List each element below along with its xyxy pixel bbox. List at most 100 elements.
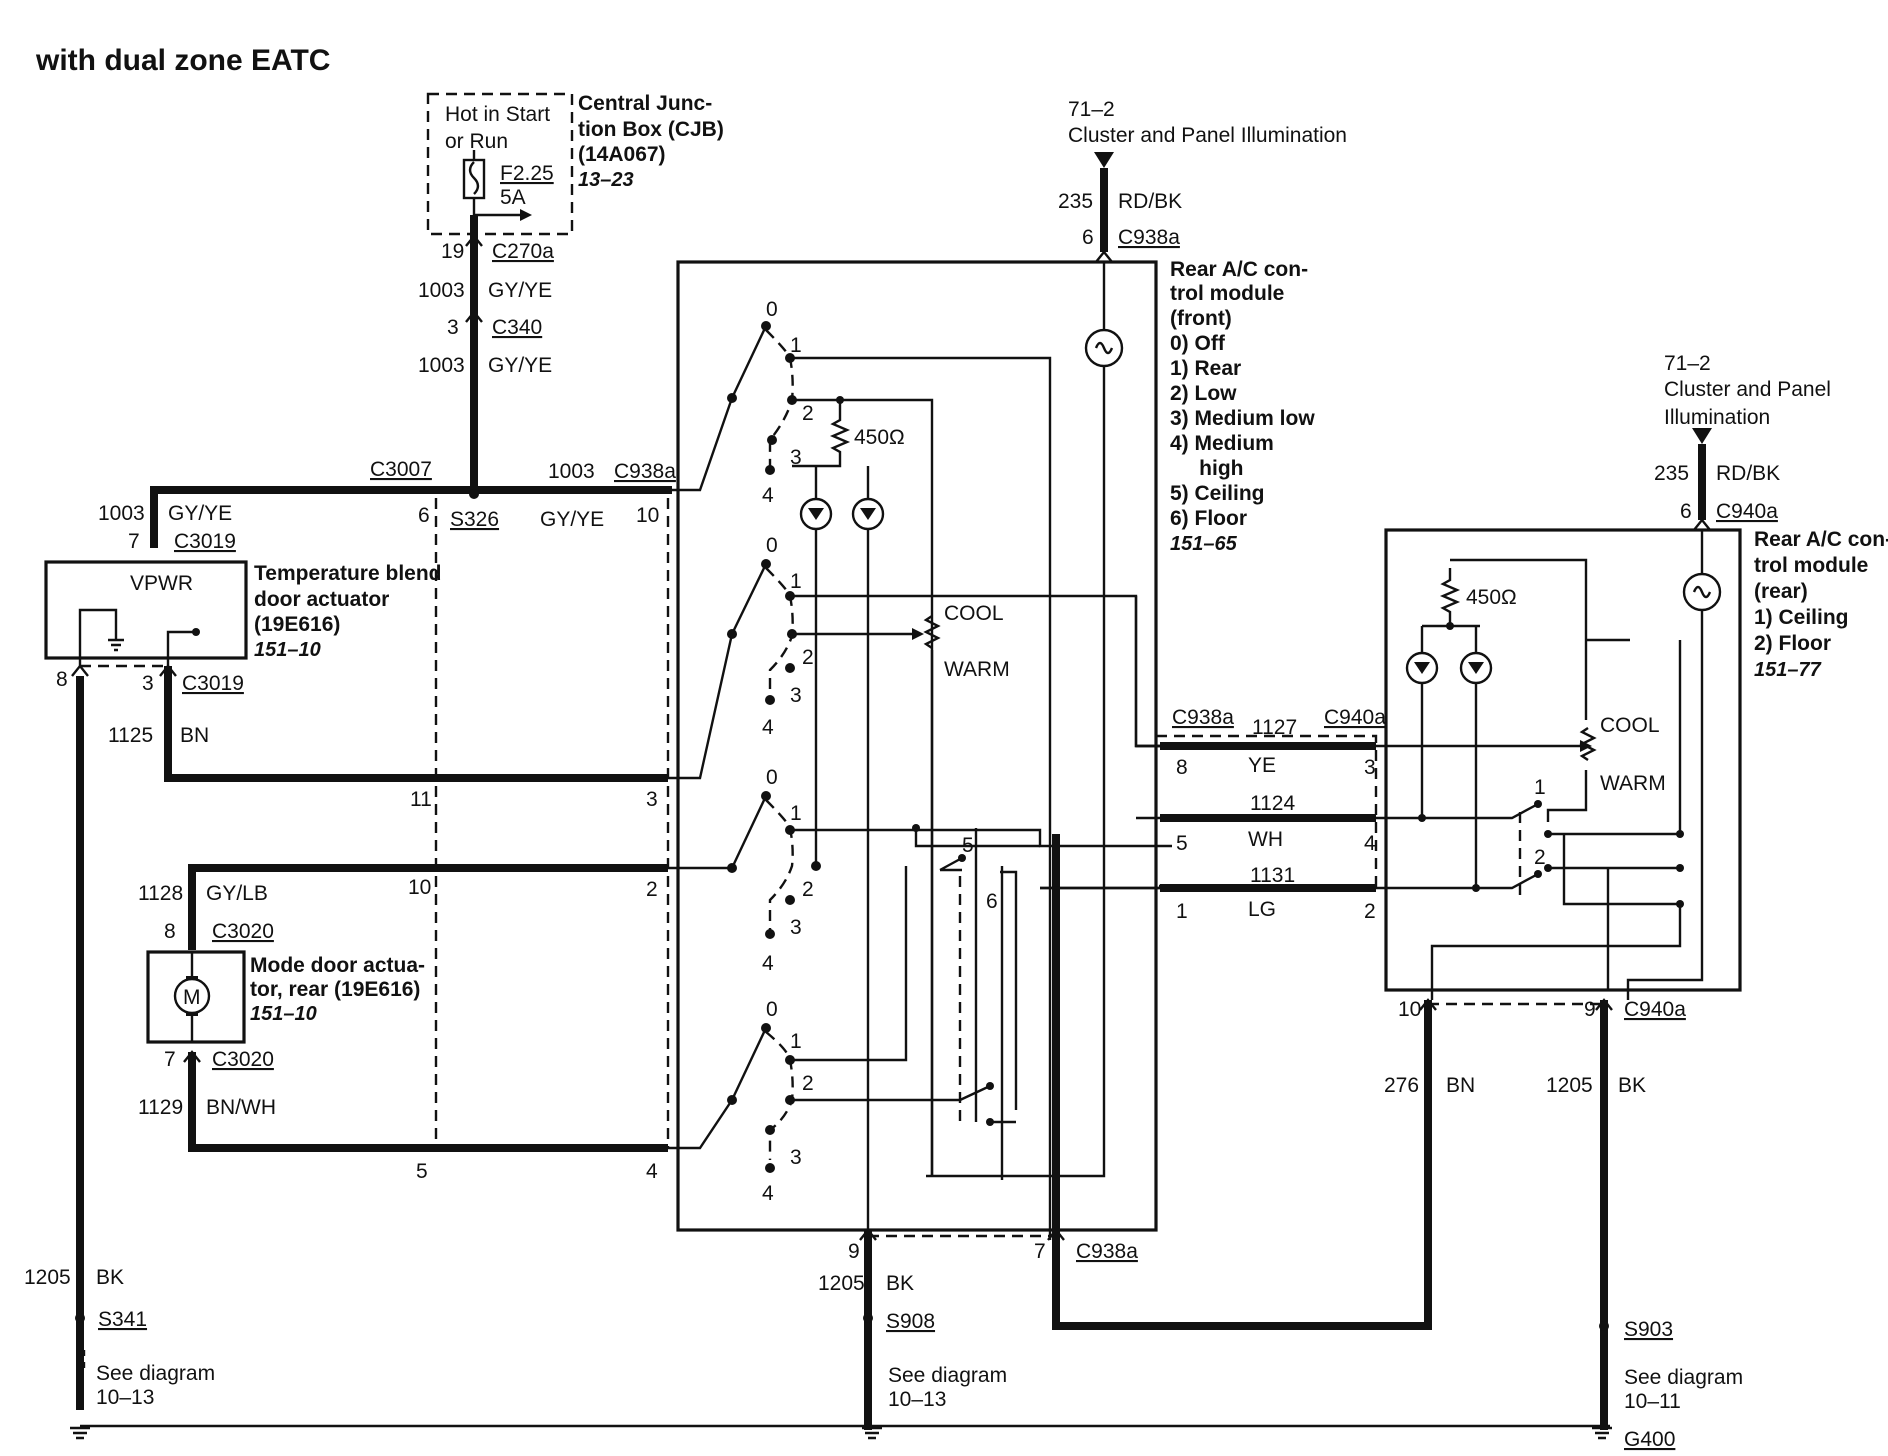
wire-color: RD/BK bbox=[1118, 190, 1182, 213]
switch-pos: 4 bbox=[762, 484, 774, 507]
wire-number: 1128 bbox=[138, 882, 183, 905]
actuator-ref: 151–10 bbox=[254, 639, 321, 661]
see-diagram-text: See diagram bbox=[96, 1362, 215, 1385]
pin-5: 5 bbox=[1176, 832, 1188, 855]
connector-c340: C340 bbox=[492, 316, 542, 339]
actuator-name-1: Temperature blend bbox=[254, 562, 441, 585]
temperature-blend-actuator: VPWR Temperature blend door actuator (19… bbox=[44, 560, 441, 668]
switch-pos: 1 bbox=[1534, 776, 1546, 799]
module-ref: 151–65 bbox=[1170, 533, 1238, 555]
switch-pos: 2 bbox=[802, 1072, 814, 1095]
pin-1: 1 bbox=[1176, 900, 1188, 923]
wire-color: GY/YE bbox=[540, 508, 604, 531]
pin-10: 10 bbox=[1398, 998, 1421, 1021]
position-label: 6) Floor bbox=[1170, 507, 1247, 530]
position-label: 1) Rear bbox=[1170, 357, 1241, 380]
module-name-1: Rear A/C con- bbox=[1170, 258, 1308, 281]
switch-pos: 2 bbox=[802, 878, 814, 901]
wire-color: GY/LB bbox=[206, 882, 268, 905]
pin-3: 3 bbox=[447, 316, 459, 339]
vpwr-label: VPWR bbox=[130, 572, 193, 595]
see-diagram-ref: 10–13 bbox=[96, 1386, 154, 1409]
connector-c940a: C940a bbox=[1716, 500, 1778, 523]
rear-bottom-connectors: 10 9 C940a 276 BN 1205 BK S903 See diagr… bbox=[1384, 998, 1743, 1430]
front-switch-deck-2: 0 1 2 3 4 COOL WARM bbox=[730, 534, 1172, 748]
actuator-name-3: (19E616) bbox=[254, 613, 340, 636]
front-resistor: 450Ω bbox=[792, 396, 905, 1100]
wire-number: 1003 bbox=[98, 502, 145, 525]
resistor-value: 450Ω bbox=[854, 426, 905, 449]
resistor-value: 450Ω bbox=[1466, 586, 1517, 609]
position-label: 2) Low bbox=[1170, 382, 1237, 405]
cjb-name-1: Central Junc- bbox=[578, 92, 712, 115]
switch-pos: 3 bbox=[790, 446, 802, 469]
ground-g400: G400 bbox=[1624, 1428, 1675, 1451]
mode-switch-icon bbox=[939, 856, 963, 872]
pin-6: 6 bbox=[1082, 226, 1094, 249]
switch-pos: 2 bbox=[1534, 846, 1546, 869]
wire-1205-left: 1205 BK S341 See diagram 10–13 bbox=[24, 664, 215, 1410]
connector-c3019: C3019 bbox=[182, 672, 244, 695]
pin-3: 3 bbox=[646, 788, 658, 811]
cool-label: COOL bbox=[944, 602, 1004, 625]
resistor-icon bbox=[1439, 568, 1461, 626]
illumination-rear: 71–2 Cluster and Panel Illumination 235 … bbox=[1626, 352, 1831, 1000]
switch-pos: 3 bbox=[790, 1146, 802, 1169]
splice-s326 bbox=[469, 489, 479, 499]
actuator-box bbox=[146, 950, 246, 1044]
arrow-icon bbox=[1094, 152, 1114, 168]
pin-10: 10 bbox=[408, 876, 431, 899]
illum-name-2: Illumination bbox=[1664, 406, 1770, 429]
module-name-2: trol module bbox=[1170, 282, 1284, 305]
front-module-box bbox=[676, 260, 1158, 1232]
switch-pos: 1 bbox=[790, 1030, 802, 1053]
potentiometer-icon bbox=[1579, 727, 1597, 761]
central-junction-box: Hot in Start or Run F2.25 5A Central Jun… bbox=[426, 92, 724, 236]
wire-color: GY/YE bbox=[168, 502, 232, 525]
actuator-ref: 151–10 bbox=[250, 1003, 317, 1025]
switch-pos: 4 bbox=[762, 716, 774, 739]
illum-name-1: Cluster and Panel bbox=[1664, 378, 1831, 401]
pin-7: 7 bbox=[128, 530, 140, 553]
splice-label-s903: S903 bbox=[1624, 1318, 1673, 1341]
connector-c938a: C938a bbox=[614, 460, 676, 483]
front-module-label: Rear A/C con- trol module (front) 0) Off… bbox=[1170, 258, 1315, 555]
switch-pos: 2 bbox=[802, 402, 814, 425]
wire-number: 235 bbox=[1654, 462, 1689, 485]
wire-color: WH bbox=[1248, 828, 1283, 851]
motor-label: M bbox=[183, 986, 201, 1009]
position-label: 2) Floor bbox=[1754, 632, 1831, 655]
connector-outline bbox=[1154, 734, 1378, 888]
wire-color: GY/YE bbox=[488, 279, 552, 302]
wire-number: 1003 bbox=[418, 279, 465, 302]
wire-1125: 8 3 C3019 1125 BN 11 3 bbox=[56, 629, 737, 811]
ground-icon bbox=[108, 638, 124, 652]
illum-ref: 71–2 bbox=[1664, 352, 1711, 375]
wire-number: 1003 bbox=[418, 354, 465, 377]
warm-label: WARM bbox=[1600, 772, 1666, 795]
cjb-ref: 13–23 bbox=[578, 169, 634, 191]
rear-module-internals: 450Ω COOL WARM 1 2 bbox=[1376, 558, 1684, 1000]
front-switch-deck-3: 0 1 2 3 4 5 6 bbox=[730, 766, 1172, 1122]
position-label: 5) Ceiling bbox=[1170, 482, 1265, 505]
wire-1128: 1128 GY/LB 10 2 8 C3020 bbox=[138, 863, 737, 950]
see-diagram-ref: 10–11 bbox=[1624, 1390, 1681, 1413]
cjb-hot-text-1: Hot in Start bbox=[445, 103, 550, 126]
connector-c3007: C3007 bbox=[370, 458, 432, 481]
connector-c940a: C940a bbox=[1624, 998, 1686, 1021]
see-diagram-text: See diagram bbox=[888, 1364, 1007, 1387]
connector-c940a: C940a bbox=[1324, 706, 1386, 729]
pin-3: 3 bbox=[142, 672, 154, 695]
wire-color: BN bbox=[180, 724, 209, 747]
pin-8: 8 bbox=[56, 668, 68, 691]
pin-10: 10 bbox=[636, 504, 659, 527]
switch-pos: 3 bbox=[790, 684, 802, 707]
wire-color: BN bbox=[1446, 1074, 1475, 1097]
fuse-id: F2.25 bbox=[500, 162, 554, 185]
switch-pos: 2 bbox=[802, 646, 814, 669]
splice-s903 bbox=[1599, 1321, 1609, 1331]
wire-number: 1205 bbox=[818, 1272, 865, 1295]
wire-color: BK bbox=[1618, 1074, 1646, 1097]
splice-label-s341: S341 bbox=[98, 1308, 147, 1331]
